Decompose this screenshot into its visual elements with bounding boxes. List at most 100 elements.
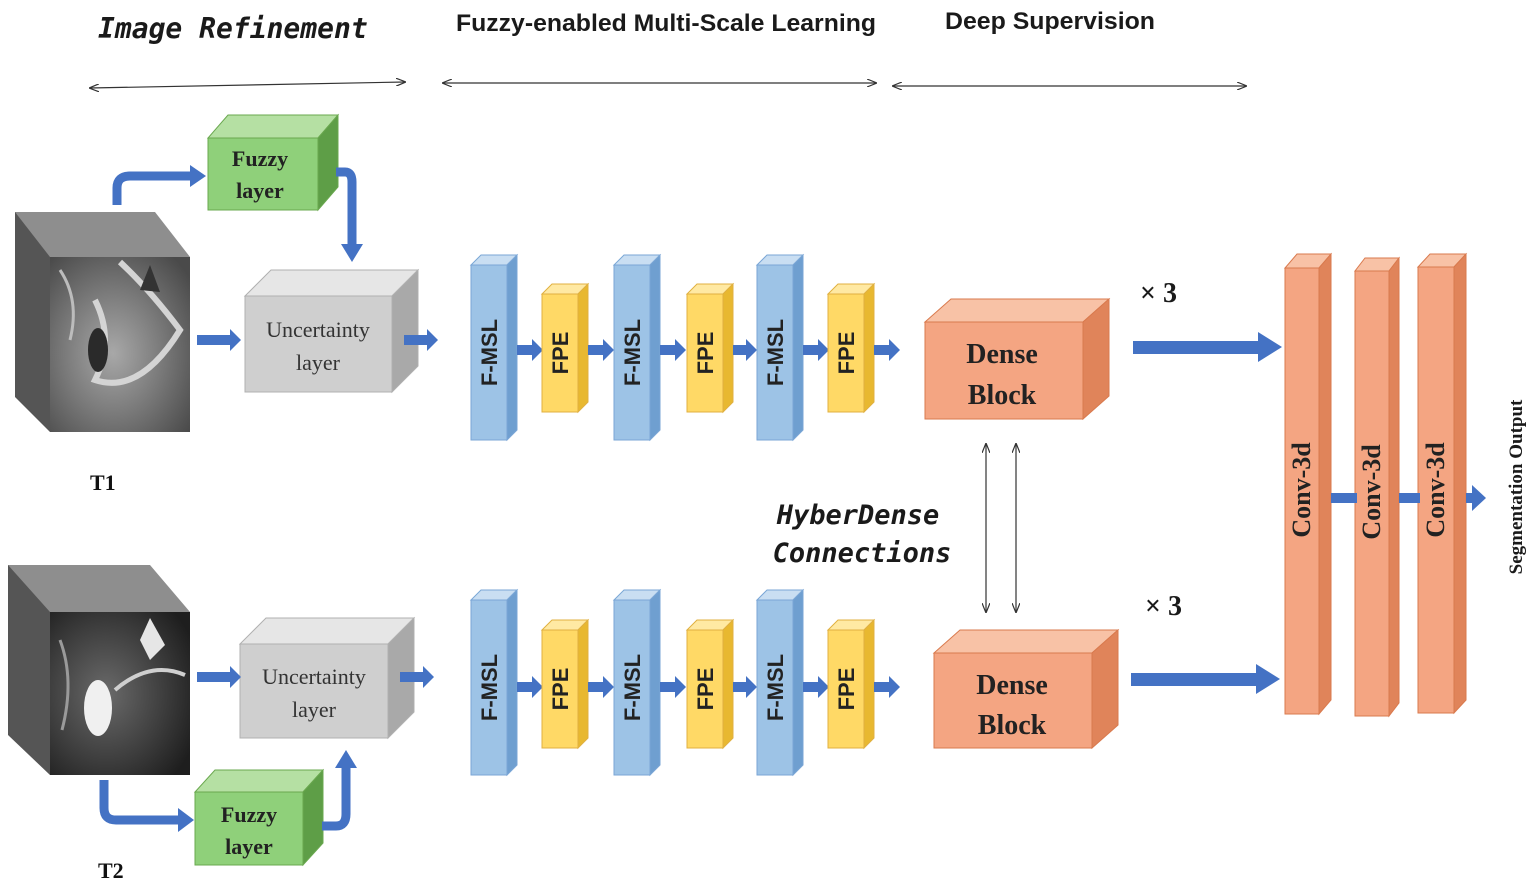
fuzzy-layer-top-line2: layer — [236, 178, 284, 203]
fpe-top-1-front — [541, 293, 579, 413]
t2-input-cube — [8, 565, 190, 775]
uncertainty-layer-bottom-line2: layer — [292, 697, 337, 722]
arrow-dense-to-conv-top-head — [1258, 332, 1282, 362]
fmsl-top-3-label: F-MSL — [763, 319, 788, 386]
arrow-fmsl-to-fpe-bottom-1-head — [532, 676, 543, 698]
conv3d-label-3: Conv-3d — [1421, 442, 1450, 538]
arrow-fmsl-to-fpe-bottom-1-shaft — [517, 682, 533, 692]
section-deep-supervision: Deep Supervision — [945, 8, 1155, 35]
arrow-fmsl-to-fpe-top-2-head — [675, 339, 686, 361]
conv3d-block-3: Conv-3d — [1416, 252, 1468, 715]
fpe-bottom-1-front — [541, 629, 579, 749]
conv3d-block-2: Conv-3d — [1353, 256, 1401, 718]
arrow-uncertainty-to-fmsl-top-shaft — [404, 335, 428, 345]
fuzzy-layer-top: Fuzzy layer — [206, 113, 340, 212]
fmsl-bottom-1-side — [506, 588, 518, 777]
fmsl-bottom-1-front — [470, 599, 508, 776]
arrow-input-to-uncertainty-top-head — [230, 329, 241, 351]
fpe-bottom-1-label: FPE — [548, 668, 573, 711]
arrow-fmsl-to-fpe-bottom-2-shaft — [660, 682, 676, 692]
arrow-t1-to-fuzzy — [112, 171, 190, 205]
arrow-fpe-out-bottom-3-shaft — [874, 682, 890, 692]
fmsl-bottom-2-label: F-MSL — [620, 654, 645, 721]
fpe-top-2-side — [722, 282, 734, 414]
fuzzy-layer-bottom: Fuzzy layer — [193, 768, 325, 867]
fuzzy-layer-bottom-line1: Fuzzy — [221, 802, 277, 827]
segmentation-output-label: Segmentation Output — [1506, 399, 1527, 574]
arrow-fmsl-to-fpe-top-3-head — [818, 339, 829, 361]
fmsl-top-2-side — [649, 253, 661, 442]
arrow-input-to-uncertainty-bottom-head — [230, 666, 241, 688]
fmsl-top-1-front — [470, 264, 508, 441]
arrow-conv3-to-output-head — [1472, 485, 1486, 511]
uncertainty-layer-top-line1: Uncertainty — [266, 317, 370, 342]
fpe-bottom-3-side — [863, 618, 875, 750]
uncertainty-layer-bottom: Uncertainty layer — [238, 616, 416, 740]
arrow-input-to-uncertainty-bottom-shaft — [197, 672, 231, 682]
arrow-uncertainty-to-fmsl-bottom-shaft — [400, 672, 424, 682]
fpe-top-3-side — [863, 282, 875, 414]
span-arrow-refinement — [90, 82, 405, 88]
arrow-fpe-out-top-2-shaft — [733, 345, 747, 355]
fpe-top-3-front — [827, 293, 865, 413]
arrow-uncertainty-to-fmsl-top-head — [427, 329, 438, 351]
arrow-fpe-out-top-2-head — [746, 339, 757, 361]
arrow-fpe-out-bottom-3-head — [889, 676, 900, 698]
arrow-fmsl-to-fpe-top-3-shaft — [803, 345, 819, 355]
arrow-fmsl-to-fpe-top-1-head — [532, 339, 543, 361]
arrow-t1-to-fuzzy-head — [190, 165, 206, 187]
arrow-fmsl-to-fpe-top-1-shaft — [517, 345, 533, 355]
dense-block-bottom-line1: Dense — [976, 670, 1048, 701]
dense-block-bottom-line2: Block — [978, 710, 1047, 741]
fmsl-bottom-1-label: F-MSL — [477, 654, 502, 721]
dense-block-bottom: Dense Block — [932, 628, 1120, 750]
arrow-fpe-out-bottom-2-head — [746, 676, 757, 698]
fmsl-bottom-3-front — [756, 599, 794, 776]
conv3d-label-2: Conv-3d — [1357, 444, 1386, 540]
arrow-fpe-out-top-3-head — [889, 339, 900, 361]
fpe-bottom-1-side — [577, 618, 589, 750]
arrow-fpe-out-top-1-head — [603, 339, 614, 361]
fpe-top-3-label: FPE — [834, 332, 859, 375]
uncertainty-layer-top-line2: layer — [296, 350, 341, 375]
fmsl-top-2-label: F-MSL — [620, 319, 645, 386]
arrow-dense-to-conv-bottom-shaft — [1131, 673, 1258, 686]
fuzzy-layer-top-line1: Fuzzy — [232, 146, 288, 171]
fpe-top-1-side — [577, 282, 589, 414]
fpe-bottom-2-side — [722, 618, 734, 750]
fmsl-top-2-front — [613, 264, 651, 441]
arrow-fmsl-to-fpe-bottom-3-shaft — [803, 682, 819, 692]
fpe-top-2-front — [686, 293, 724, 413]
t1-label: T1 — [90, 470, 116, 495]
fpe-top-1-label: FPE — [548, 332, 573, 375]
arrow-conv3-to-output-shaft — [1466, 493, 1474, 503]
section-image-refinement: Image Refinement — [98, 12, 368, 45]
arrow-fuzzy-to-uncertainty-bottom-head — [335, 750, 357, 768]
fpe-bottom-3-front — [827, 629, 865, 749]
repeat-label-top: × 3 — [1140, 278, 1177, 309]
dense-block-top-line1: Dense — [966, 339, 1038, 370]
fmsl-bottom-3-label: F-MSL — [763, 654, 788, 721]
arrow-fmsl-to-fpe-bottom-2-head — [675, 676, 686, 698]
arrow-fpe-out-top-3-shaft — [874, 345, 890, 355]
arrow-uncertainty-to-fmsl-bottom-head — [423, 666, 434, 688]
arrow-fpe-out-top-1-shaft — [588, 345, 604, 355]
arrow-fpe-out-bottom-1-head — [603, 676, 614, 698]
fmsl-top-3-front — [756, 264, 794, 441]
fuzzy-layer-bottom-line2: layer — [225, 834, 273, 859]
arrow-fuzzy-to-uncertainty — [336, 167, 357, 245]
arrow-dense-to-conv-bottom-head — [1256, 664, 1280, 694]
uncertainty-layer-top: Uncertainty layer — [243, 268, 420, 394]
t2-label: T2 — [98, 858, 124, 883]
repeat-label-bottom: × 3 — [1145, 591, 1182, 622]
arrow-input-to-uncertainty-top-shaft — [197, 335, 231, 345]
fmsl-top-1-label: F-MSL — [477, 319, 502, 386]
conv3d-label-1: Conv-3d — [1287, 442, 1316, 538]
hyperdense-label-line2: Connections — [773, 538, 952, 569]
fpe-top-2-label: FPE — [693, 332, 718, 375]
fmsl-top-1-side — [506, 253, 518, 442]
arrow-fpe-out-bottom-1-shaft — [588, 682, 604, 692]
dense-block-top-line2: Block — [968, 380, 1037, 411]
arrow-conv2-to-conv3 — [1399, 493, 1420, 503]
